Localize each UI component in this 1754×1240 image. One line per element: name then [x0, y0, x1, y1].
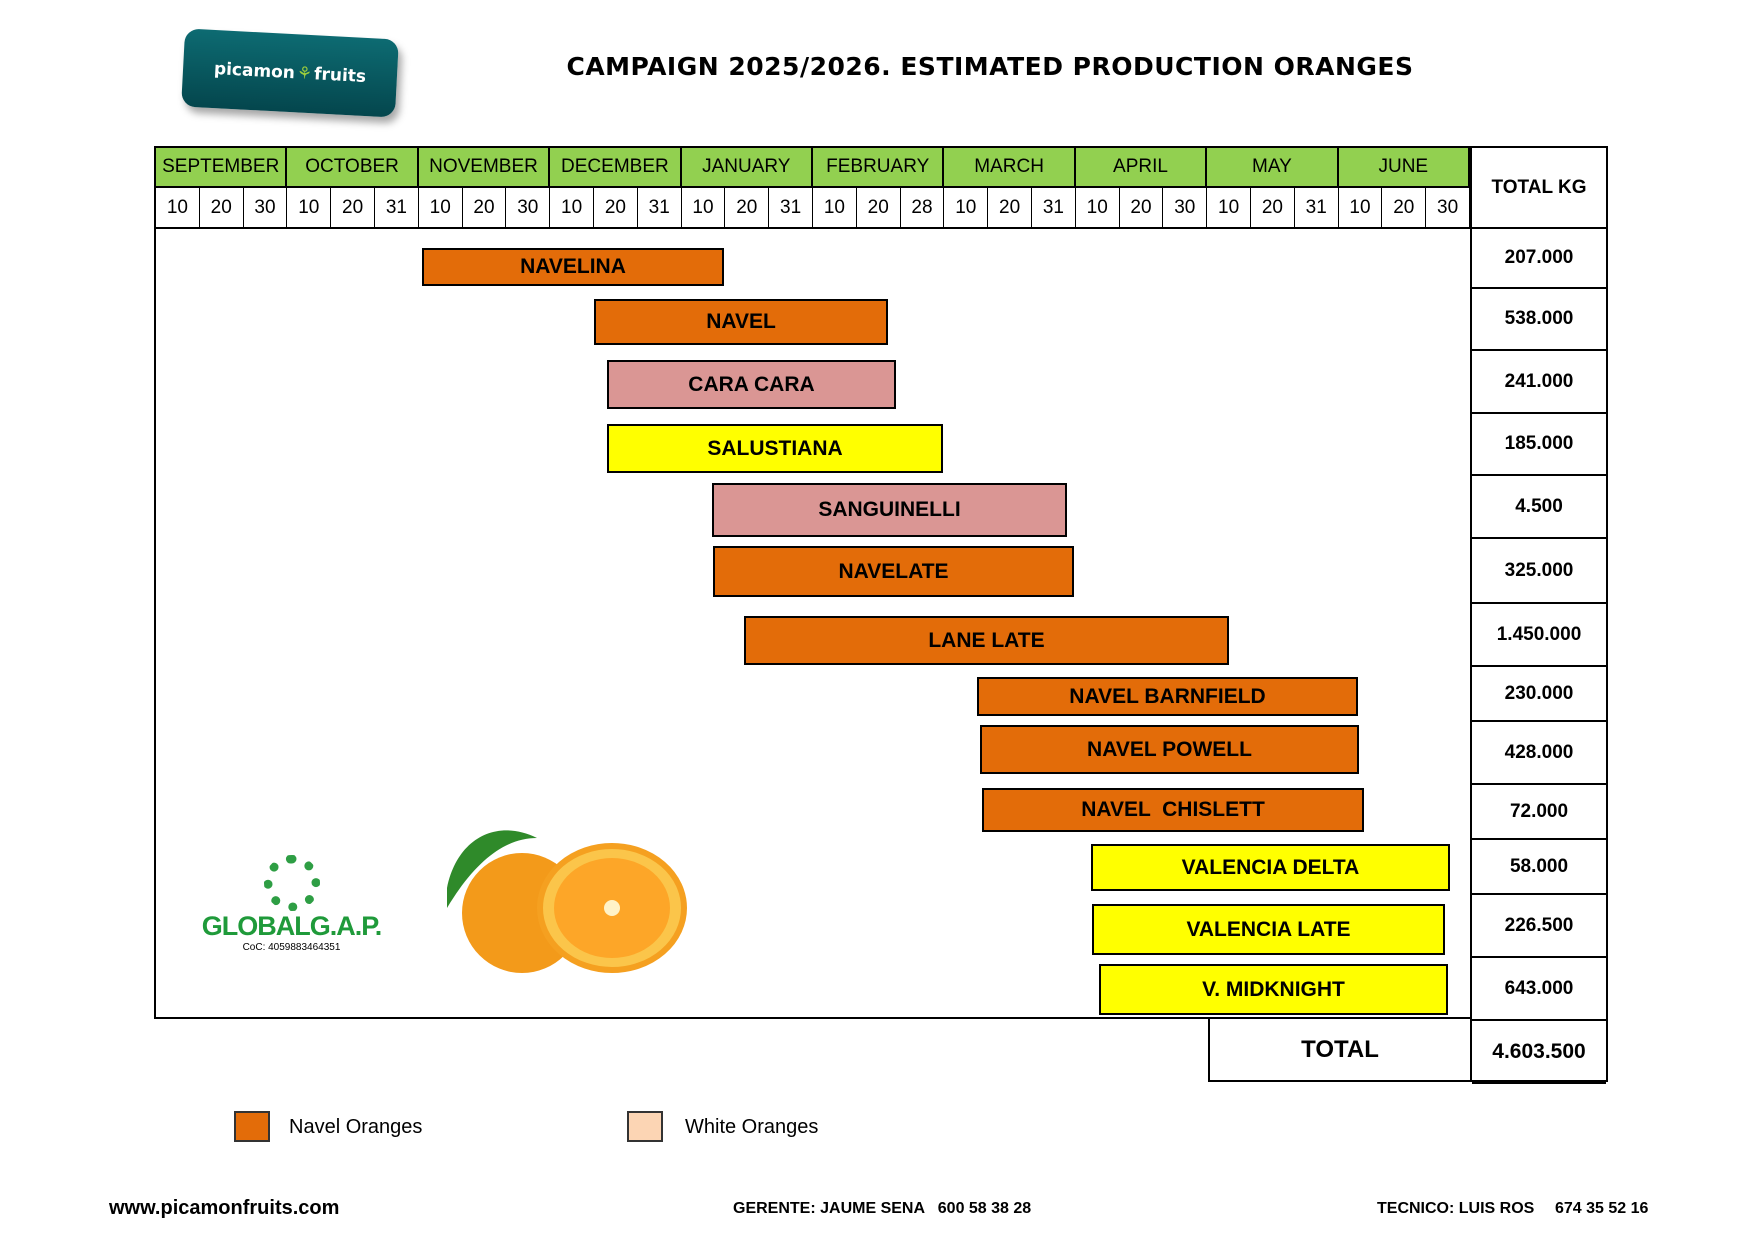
technician-phone: 674 35 52 16: [1555, 1200, 1649, 1217]
orange-image: [447, 830, 687, 973]
globalgap-name: GLOBALG.A.P.: [201, 911, 383, 941]
page-title: CAMPAIGN 2025/2026. ESTIMATED PRODUCTION…: [566, 52, 1414, 81]
variety-bar: NAVEL BARNFIELD: [977, 677, 1358, 716]
month-header: APRIL: [1075, 148, 1208, 188]
month-header: MAY: [1207, 148, 1339, 188]
day-header: 31: [637, 188, 682, 229]
variety-bar: SANGUINELLI: [712, 483, 1067, 537]
month-header: NOVEMBER: [418, 148, 551, 188]
month-header: MARCH: [944, 148, 1076, 188]
day-header: 20: [331, 188, 375, 229]
variety-bar: NAVEL: [594, 299, 888, 345]
globalgap-g-icon: [263, 855, 320, 911]
variety-total: 207.000: [1472, 229, 1606, 289]
day-header: 31: [375, 188, 419, 229]
month-header: DECEMBER: [550, 148, 682, 188]
variety-total: 4.500: [1472, 476, 1606, 539]
legend-label-white: White Oranges: [685, 1116, 819, 1138]
day-header: 10: [1338, 188, 1383, 229]
day-header: 20: [988, 188, 1032, 229]
month-header: SEPTEMBER: [156, 148, 288, 188]
manager-contact: GERENTE: JAUME SENA 600 58 38 28: [733, 1200, 1032, 1217]
day-header: 10: [813, 188, 857, 229]
grand-total: 4.603.500: [1472, 1021, 1606, 1084]
variety-bar: NAVEL POWELL: [980, 725, 1359, 774]
day-header: 10: [418, 188, 463, 229]
variety-bar: NAVELINA: [422, 248, 724, 286]
day-header: 20: [725, 188, 770, 229]
month-header: JUNE: [1338, 148, 1470, 188]
day-header: 31: [1032, 188, 1076, 229]
variety-bar: VALENCIA LATE: [1092, 904, 1445, 955]
day-header: 10: [1075, 188, 1120, 229]
month-header: FEBRUARY: [813, 148, 945, 188]
day-header: 28: [900, 188, 945, 229]
variety-total: 58.000: [1472, 840, 1606, 895]
total-kg-header: TOTAL KG: [1472, 148, 1606, 229]
variety-total: 185.000: [1472, 414, 1606, 476]
day-header: 20: [1119, 188, 1164, 229]
day-header: 10: [944, 188, 989, 229]
day-header: 31: [1294, 188, 1339, 229]
legend-swatch-white: [627, 1111, 663, 1142]
day-header: 10: [1207, 188, 1251, 229]
variety-total: 428.000: [1472, 722, 1606, 785]
day-header: 30: [1163, 188, 1208, 229]
globalgap-logo: GLOBALG.A.P. CoC: 4059883464351: [195, 855, 388, 961]
variety-bar: SALUSTIANA: [607, 424, 943, 473]
variety-bar: NAVELATE: [713, 546, 1074, 597]
day-header: 20: [199, 188, 244, 229]
variety-total: 325.000: [1472, 539, 1606, 604]
day-header: 30: [1426, 188, 1470, 229]
technician-contact: TECNICO: LUIS ROS: [1377, 1200, 1535, 1217]
month-header: JANUARY: [681, 148, 813, 188]
website-link[interactable]: www.picamonfruits.com: [109, 1197, 340, 1219]
day-header: 10: [156, 188, 200, 229]
variety-bar: CARA CARA: [607, 360, 896, 409]
variety-bar: V. MIDKNIGHT: [1099, 964, 1448, 1015]
variety-bar: VALENCIA DELTA: [1091, 844, 1450, 891]
day-header: 30: [506, 188, 551, 229]
day-header: 20: [594, 188, 638, 229]
variety-total: 643.000: [1472, 958, 1606, 1021]
variety-bar: NAVEL CHISLETT: [982, 788, 1364, 832]
month-header: OCTOBER: [287, 148, 419, 188]
variety-total: 226.500: [1472, 895, 1606, 958]
day-header: 10: [681, 188, 726, 229]
coc-number: CoC: 4059883464351: [242, 942, 341, 953]
day-header: 20: [462, 188, 507, 229]
legend-swatch-navel: [234, 1111, 270, 1142]
day-header: 20: [856, 188, 901, 229]
variety-total: 538.000: [1472, 289, 1606, 351]
company-logo: picamon⚘fruits: [181, 28, 399, 118]
variety-total: 1.450.000: [1472, 604, 1606, 667]
variety-bar: LANE LATE: [744, 616, 1229, 665]
day-header: 20: [1382, 188, 1427, 229]
legend-label-navel: Navel Oranges: [289, 1116, 423, 1138]
day-header: 20: [1251, 188, 1295, 229]
day-header: 31: [769, 188, 813, 229]
day-header: 10: [550, 188, 594, 229]
total-label: TOTAL: [1208, 1019, 1472, 1082]
day-header: 30: [243, 188, 288, 229]
variety-total: 72.000: [1472, 785, 1606, 840]
variety-total: 230.000: [1472, 667, 1606, 722]
day-header: 10: [287, 188, 332, 229]
variety-total: 241.000: [1472, 351, 1606, 414]
